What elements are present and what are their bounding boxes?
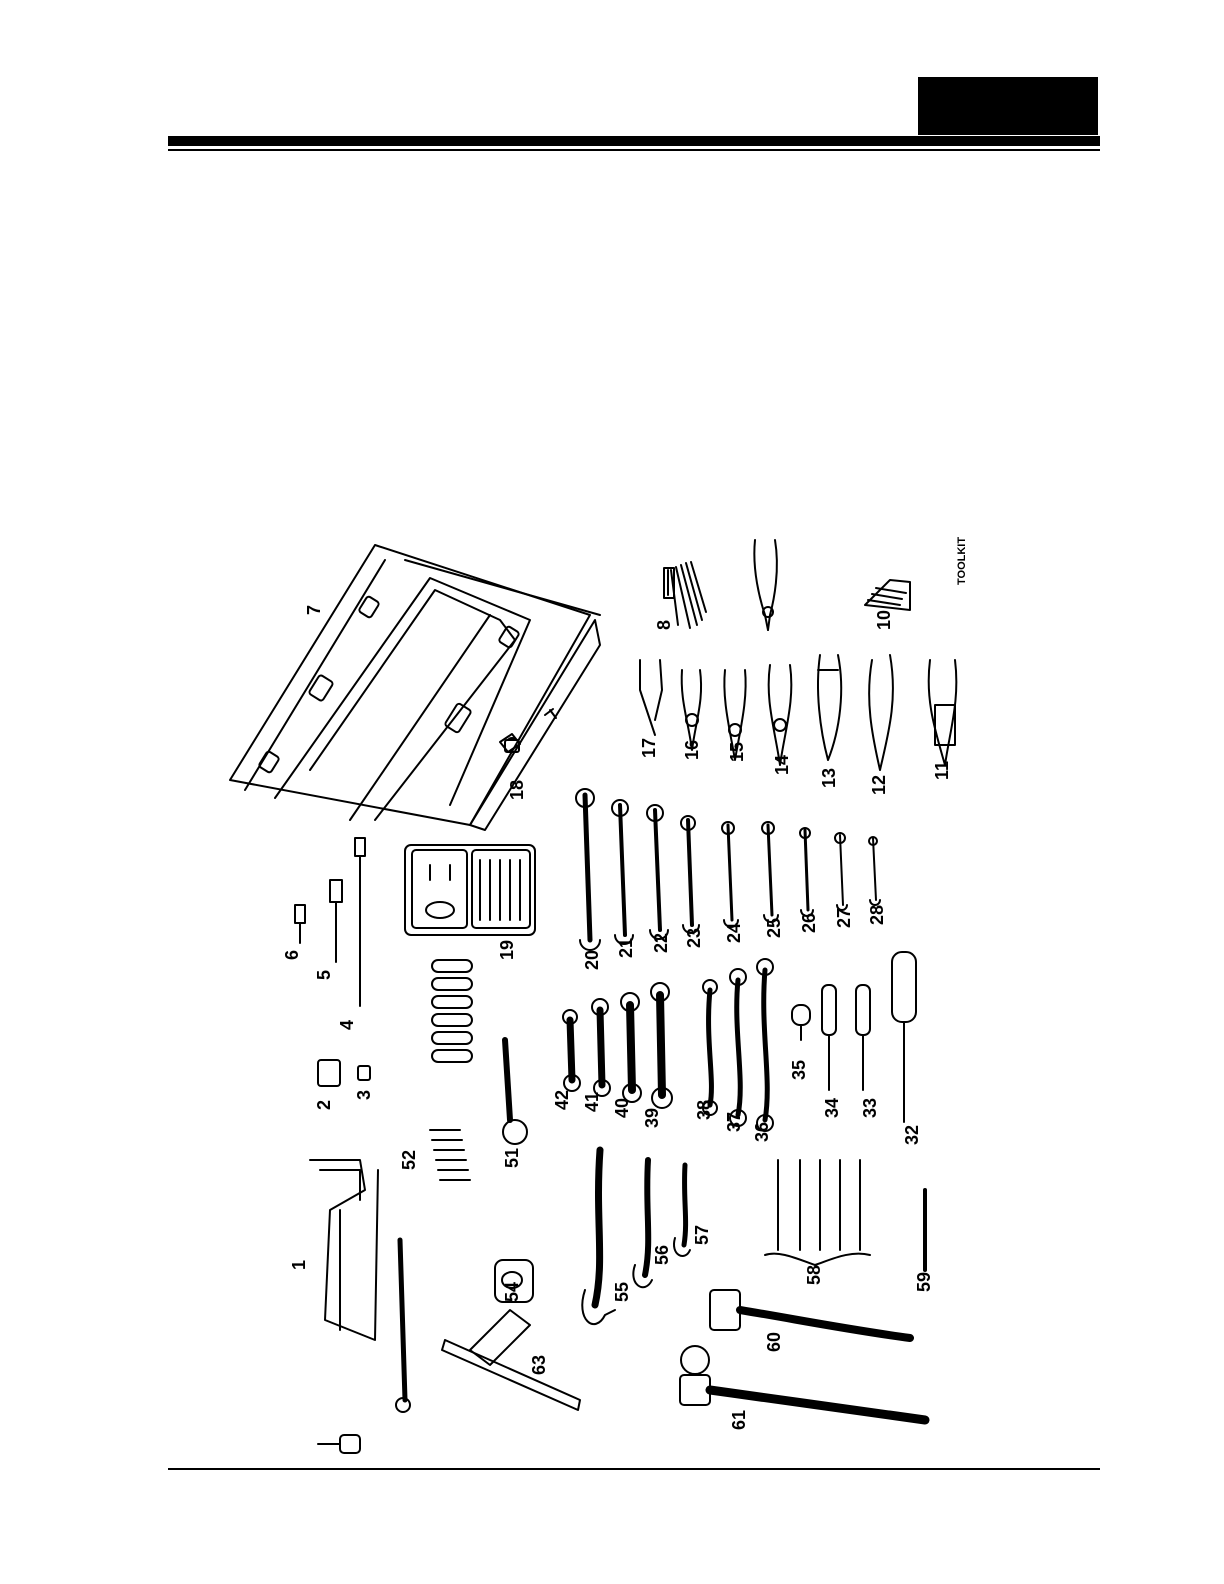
callout-19: 19	[497, 940, 517, 960]
tool-kit-exploded-view: 7 8 10 TOOLKIT 17 16 15 14 13 12 11 18 1…	[200, 520, 1000, 1470]
breaker-bar-drawing	[396, 1240, 410, 1412]
combination-square-drawing	[442, 1310, 580, 1410]
callout-58: 58	[804, 1265, 824, 1285]
callout-15: 15	[727, 742, 747, 762]
callout-11: 11	[932, 761, 952, 780]
tool-chest-drawing	[230, 545, 600, 830]
hacksaw-drawing	[310, 1160, 378, 1340]
callout-41: 41	[582, 1092, 602, 1112]
callout-20: 20	[582, 950, 602, 970]
callout-2: 2	[314, 1100, 334, 1110]
callout-56: 56	[652, 1245, 672, 1265]
callout-60: 60	[764, 1332, 784, 1352]
callout-38: 38	[694, 1100, 714, 1120]
socket-adapter-drawing	[318, 1435, 360, 1453]
callout-17: 17	[639, 738, 659, 758]
callout-35: 35	[789, 1060, 809, 1080]
callout-28: 28	[867, 905, 887, 925]
callout-39: 39	[642, 1108, 662, 1128]
callout-33: 33	[860, 1098, 880, 1118]
callout-59: 59	[914, 1272, 934, 1292]
callout-12: 12	[869, 775, 889, 795]
callout-3: 3	[354, 1090, 374, 1100]
callout-13: 13	[819, 768, 839, 788]
callout-6: 6	[282, 950, 302, 960]
socket-case-drawing	[405, 845, 535, 935]
callout-24: 24	[724, 923, 744, 943]
callout-37: 37	[724, 1112, 744, 1132]
callout-14: 14	[772, 755, 792, 775]
callout-40: 40	[612, 1098, 632, 1118]
punch-set-drawing	[765, 1160, 870, 1265]
brand-mark: TOOLKIT	[956, 537, 968, 585]
callout-8: 8	[654, 620, 674, 630]
callout-32: 32	[902, 1125, 922, 1145]
callout-4: 4	[337, 1020, 357, 1030]
callout-42: 42	[552, 1090, 572, 1110]
callout-52: 52	[399, 1150, 419, 1170]
screwdrivers-drawing	[792, 952, 916, 1122]
callout-34: 34	[822, 1098, 842, 1118]
ball-peen-hammer-drawing	[680, 1346, 925, 1420]
mallet-drawing	[710, 1290, 910, 1338]
callout-55: 55	[612, 1282, 632, 1302]
callout-25: 25	[764, 918, 784, 938]
header-rule	[168, 136, 1100, 146]
callout-36: 36	[752, 1122, 772, 1142]
callout-5: 5	[314, 970, 334, 980]
callout-51: 51	[502, 1148, 522, 1168]
header-tab-block	[918, 77, 1098, 135]
callout-21: 21	[616, 938, 636, 958]
callout-7: 7	[304, 605, 324, 615]
callout-23: 23	[684, 928, 704, 948]
adjustable-wrenches-drawing	[582, 1150, 690, 1324]
callout-1: 1	[289, 1260, 309, 1270]
callout-10: 10	[874, 610, 894, 630]
footer-rule	[168, 1468, 1100, 1470]
callout-63: 63	[529, 1355, 549, 1375]
hex-key-set-drawing	[664, 562, 706, 628]
hex-key-holder-drawing	[865, 580, 910, 610]
header-rule-thin	[168, 149, 1100, 151]
callout-22: 22	[651, 933, 671, 953]
callout-16: 16	[682, 740, 702, 760]
needle-pliers-drawing	[754, 540, 777, 630]
callout-26: 26	[799, 913, 819, 933]
ratchet-drawing	[503, 1040, 527, 1144]
callout-27: 27	[834, 908, 854, 928]
sockets-row-drawing	[432, 960, 472, 1062]
adapters-drawing	[318, 1060, 370, 1086]
callout-54: 54	[502, 1282, 522, 1302]
callout-57: 57	[692, 1225, 712, 1245]
callout-18: 18	[507, 780, 527, 800]
hex-bits-drawing	[430, 1130, 470, 1180]
callout-61: 61	[729, 1410, 749, 1430]
